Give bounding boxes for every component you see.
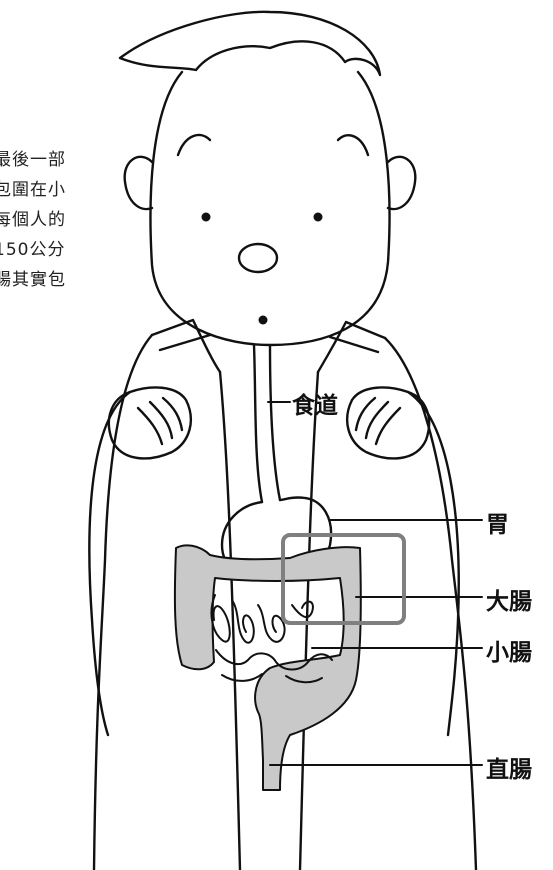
- side-text-line: 腸其實包: [0, 270, 66, 290]
- side-text-line: 包圍在小: [0, 180, 66, 200]
- highlight-box: [281, 533, 406, 625]
- esophagus: [252, 343, 282, 504]
- left-hand: [107, 386, 193, 460]
- small-intestine-label: 小腸: [486, 640, 532, 666]
- side-text-line: 150公分: [0, 240, 66, 260]
- side-text-line: 最後一部: [0, 150, 66, 170]
- esophagus-label: 食道: [292, 393, 338, 419]
- stomach-label: 胃: [486, 512, 509, 538]
- head-outline: [118, 10, 417, 347]
- rectum-label: 直腸: [486, 757, 532, 783]
- large-intestine-label: 大腸: [486, 589, 532, 615]
- small-intestine: [210, 594, 333, 684]
- side-text: 最後一部 包圍在小 每個人的 150公分 腸其實包: [0, 145, 66, 295]
- shirt-outline: [88, 318, 478, 870]
- right-hand: [345, 386, 431, 460]
- large-intestine: [173, 544, 362, 791]
- side-text-line: 每個人的: [0, 210, 66, 230]
